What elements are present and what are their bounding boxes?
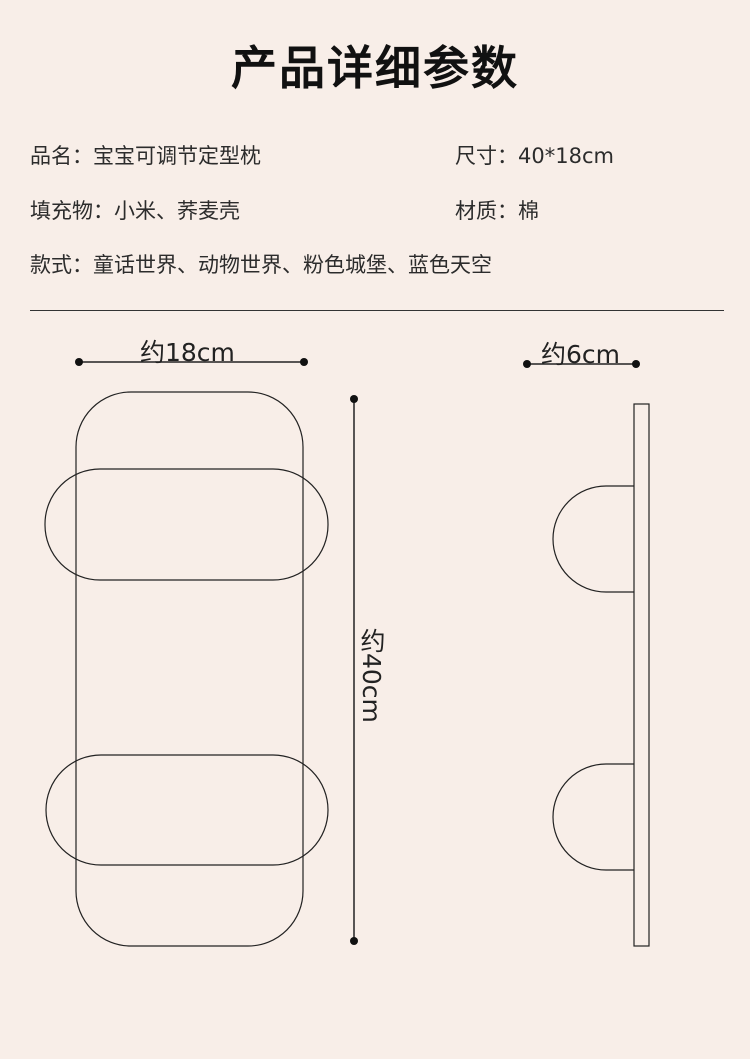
length-label: 约40cm (357, 628, 386, 723)
spec-material: 材质：棉 (455, 199, 539, 223)
pillow-lower-bolster (45, 754, 329, 866)
thickness-label: 约6cm (541, 340, 621, 369)
pillow-front-body (75, 391, 304, 947)
pillow-upper-bolster (44, 468, 329, 581)
page-title: 产品详细参数 (231, 41, 519, 95)
spec-product-name: 品名：宝宝可调节定型枕 (30, 144, 261, 168)
spec-filling: 填充物：小米、荞麦壳 (30, 199, 240, 223)
pillow-side-upper-bolster (552, 485, 634, 593)
spec-style: 款式：童话世界、动物世界、粉色城堡、蓝色天空 (30, 253, 492, 277)
pillow-side-lower-bolster (552, 763, 634, 871)
pillow-side-base (633, 403, 650, 947)
width-label: 约18cm (140, 338, 235, 367)
width-dimension-line (75, 358, 308, 366)
thickness-dimension-line (523, 360, 640, 368)
section-divider (30, 310, 724, 311)
spec-size: 尺寸：40*18cm (455, 144, 614, 168)
length-dimension-line (350, 395, 358, 945)
